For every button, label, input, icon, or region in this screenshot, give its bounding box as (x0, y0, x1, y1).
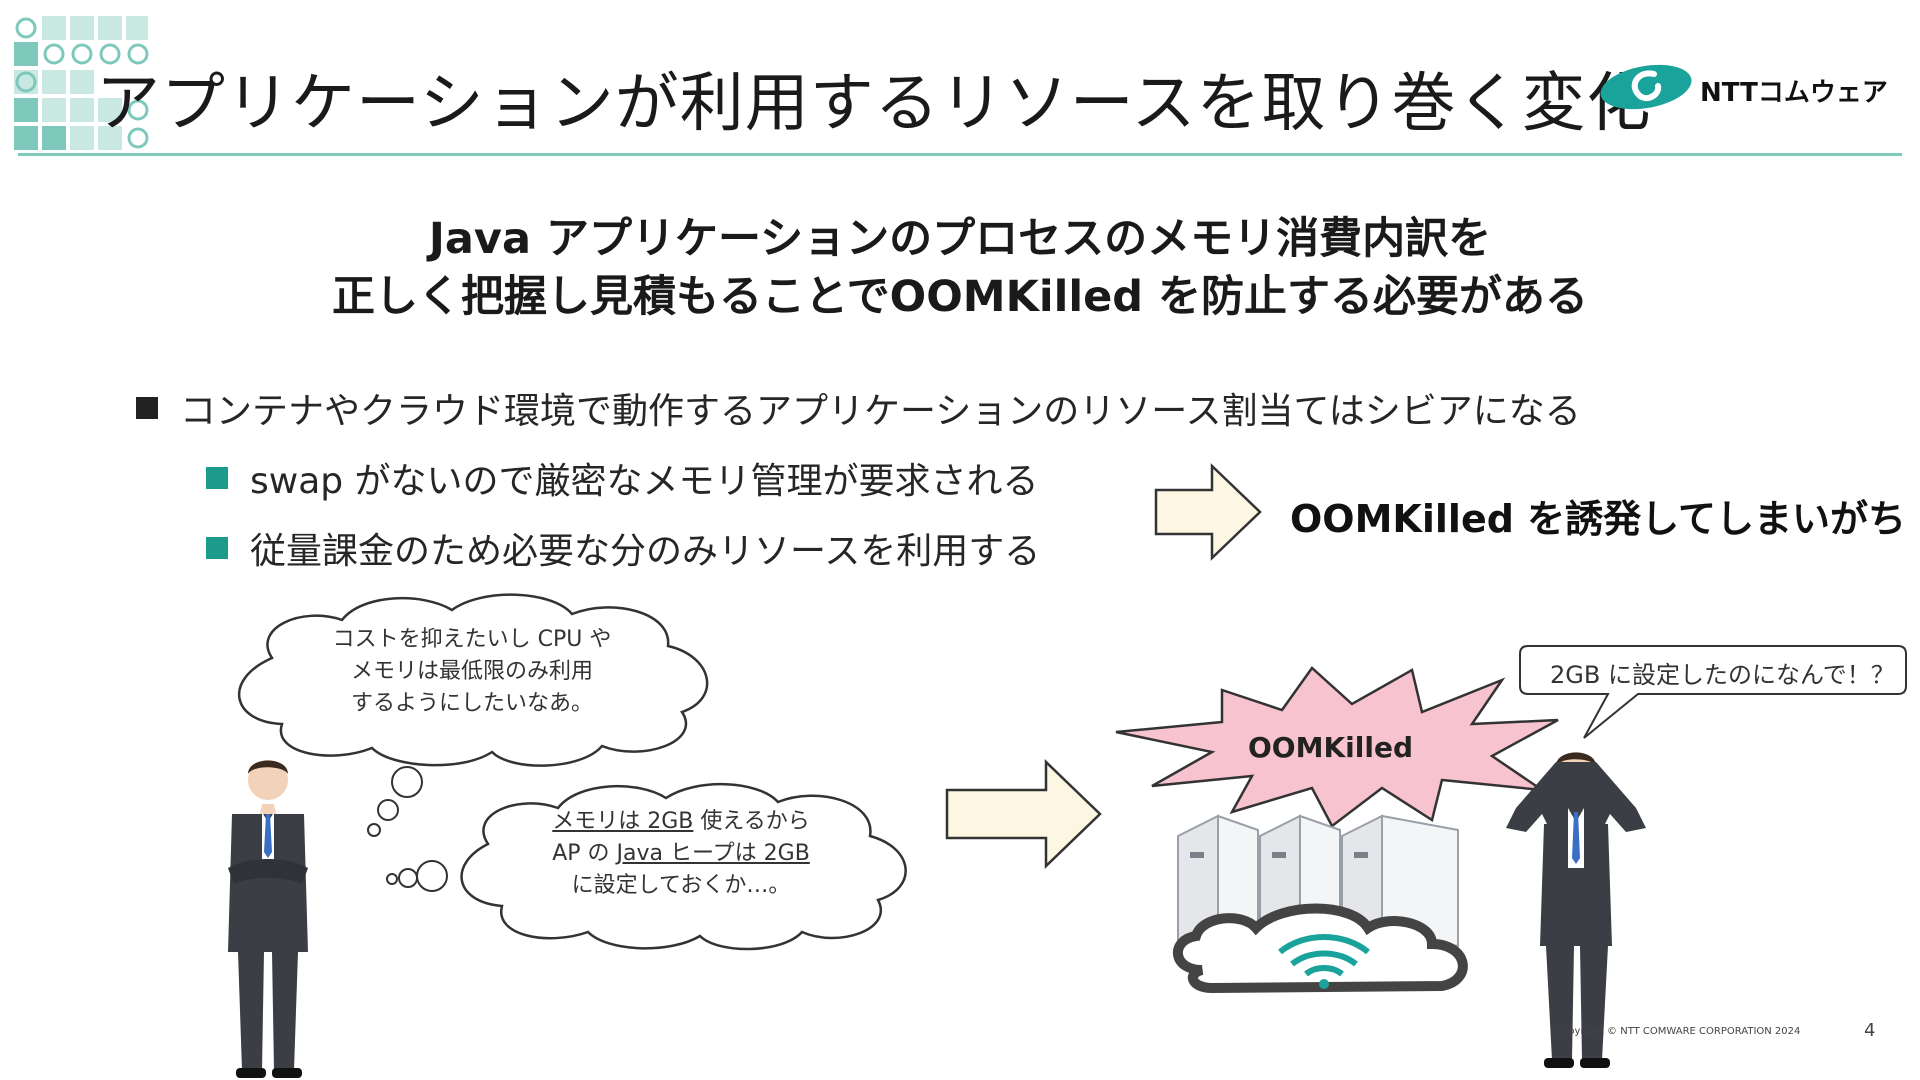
thought-bubble-2-text: メモリは 2GB 使えるから AP の Java ヒープは 2GB に設定してお… (500, 806, 862, 902)
speech-bubble (1519, 645, 1907, 739)
thought-text: 使えるから (693, 809, 810, 834)
bullet-main: コンテナやクラウド環境で動作するアプリケーションのリソース割当てはシビアになる (136, 382, 1581, 434)
bullet-sub-2: 従量課金のため必要な分のみリソースを利用する (206, 522, 1040, 574)
thought-bubble-cloud (460, 783, 907, 951)
thought-line: メモリは最低限のみ利用 (350, 659, 593, 684)
right-arrow-icon (1154, 463, 1262, 561)
title-divider (18, 153, 1902, 156)
businessman-confused-icon (1506, 752, 1646, 1068)
thought-text: AP の (552, 841, 617, 866)
right-arrow-icon (945, 759, 1102, 869)
explosion-burst-shape (1115, 666, 1559, 828)
bullet-main-text: コンテナやクラウド環境で動作するアプリケーションのリソース割当てはシビアになる (180, 391, 1581, 432)
bullet-square-icon (206, 537, 228, 559)
headline-line-2: 正しく把握し見積もることでOOMKilled を防止する必要がある (331, 272, 1589, 322)
bullet-sub-text: swap がないので厳密なメモリ管理が要求される (250, 461, 1039, 502)
thought-line: するようにしたいなあ。 (350, 691, 593, 716)
thought-line: メモリは 2GB 使えるから (500, 806, 862, 838)
thought-line: コストを抑えたいし CPU や (332, 627, 612, 652)
thought-dots (386, 860, 448, 892)
headline-line-1: Java アプリケーションのプロセスのメモリ消費内訳を (428, 214, 1492, 264)
thought-dots (367, 766, 423, 837)
ntt-comware-logo-icon (1600, 64, 1692, 110)
slide-title: アプリケーションが利用するリソースを取り巻く変化 (96, 67, 1652, 141)
thought-line: AP の Java ヒープは 2GB (500, 838, 862, 870)
underlined-text: メモリは 2GB (552, 809, 694, 834)
cloud-wifi-icon (1173, 903, 1468, 994)
logo-text: NTTコムウェア (1700, 78, 1888, 108)
thought-line: に設定しておくか…。 (571, 873, 791, 898)
bullet-sub-1: swap がないので厳密なメモリ管理が要求される (206, 452, 1039, 504)
burst-label: OOMKilled (1248, 731, 1413, 764)
thought-bubble-1-text: コストを抑えたいし CPU や メモリは最低限のみ利用 するようにしたいなあ。 (272, 624, 672, 720)
corner-decoration (14, 16, 149, 150)
speech-bubble-text: 2GB に設定したのになんで！？ (1550, 661, 1895, 689)
result-text: OOMKilled を誘発してしまいがち (1290, 497, 1907, 541)
thought-bubble-cloud (237, 593, 709, 767)
bullet-square-icon (136, 397, 158, 419)
underlined-text: Java ヒープは 2GB (616, 841, 810, 866)
bullet-sub-text: 従量課金のため必要な分のみリソースを利用する (250, 531, 1041, 572)
copyright-text: Copyright © NTT COMWARE CORPORATION 2024 (1555, 1026, 1801, 1037)
page-number: 4 (1864, 1020, 1876, 1041)
bullet-square-icon (206, 467, 228, 489)
businessman-arms-crossed-icon (228, 760, 308, 1078)
